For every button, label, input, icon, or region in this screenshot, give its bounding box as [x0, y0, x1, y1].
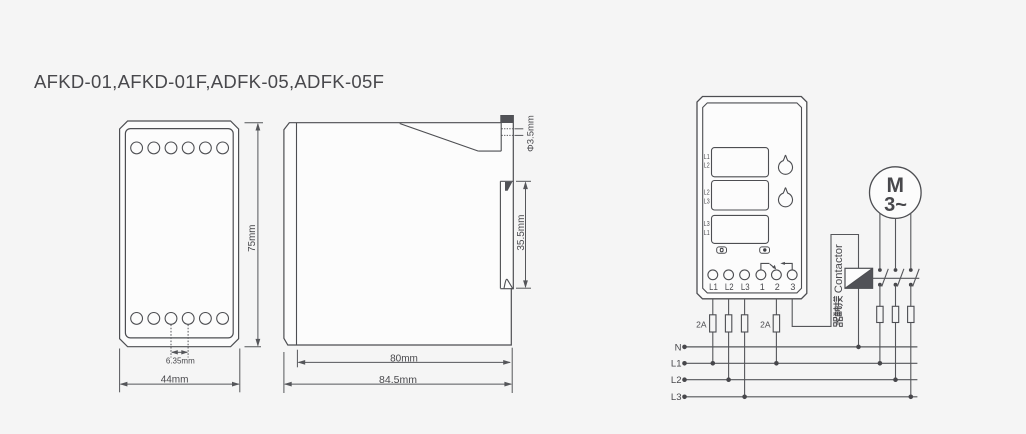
svg-text:84.5mm: 84.5mm	[379, 374, 417, 386]
svg-text:AFKD-01,AFKD-01F,ADFK-05,ADFK-: AFKD-01,AFKD-01F,ADFK-05,ADFK-05F	[34, 71, 384, 92]
svg-text:L1: L1	[671, 359, 682, 370]
svg-text:Contactor: Contactor	[833, 244, 845, 293]
svg-text:6.35mm: 6.35mm	[166, 357, 195, 366]
svg-text:N: N	[675, 342, 682, 353]
svg-text:Φ3.5mm: Φ3.5mm	[526, 115, 537, 152]
svg-text:2A: 2A	[760, 320, 771, 330]
svg-text:3: 3	[790, 282, 795, 292]
svg-text:L1: L1	[704, 228, 710, 237]
svg-text:L2: L2	[725, 282, 734, 292]
svg-text:L3: L3	[704, 219, 710, 228]
svg-text:35.5mm: 35.5mm	[516, 215, 527, 251]
svg-text:L3: L3	[741, 282, 750, 292]
svg-text:L2: L2	[704, 188, 710, 197]
svg-text:L1: L1	[709, 282, 718, 292]
svg-text:3~: 3~	[884, 194, 907, 216]
svg-text:L3: L3	[704, 196, 710, 205]
svg-text:M: M	[887, 174, 905, 197]
svg-text:44mm: 44mm	[161, 375, 189, 386]
svg-text:L2: L2	[671, 375, 682, 386]
svg-text:80mm: 80mm	[390, 353, 418, 364]
svg-text:2A: 2A	[696, 320, 707, 330]
svg-text:1: 1	[760, 282, 765, 292]
svg-text:75mm: 75mm	[247, 225, 258, 252]
svg-text:L2: L2	[704, 161, 710, 170]
svg-text:L1: L1	[704, 152, 710, 161]
svg-text:L3: L3	[671, 392, 682, 403]
svg-text:2: 2	[775, 282, 780, 292]
